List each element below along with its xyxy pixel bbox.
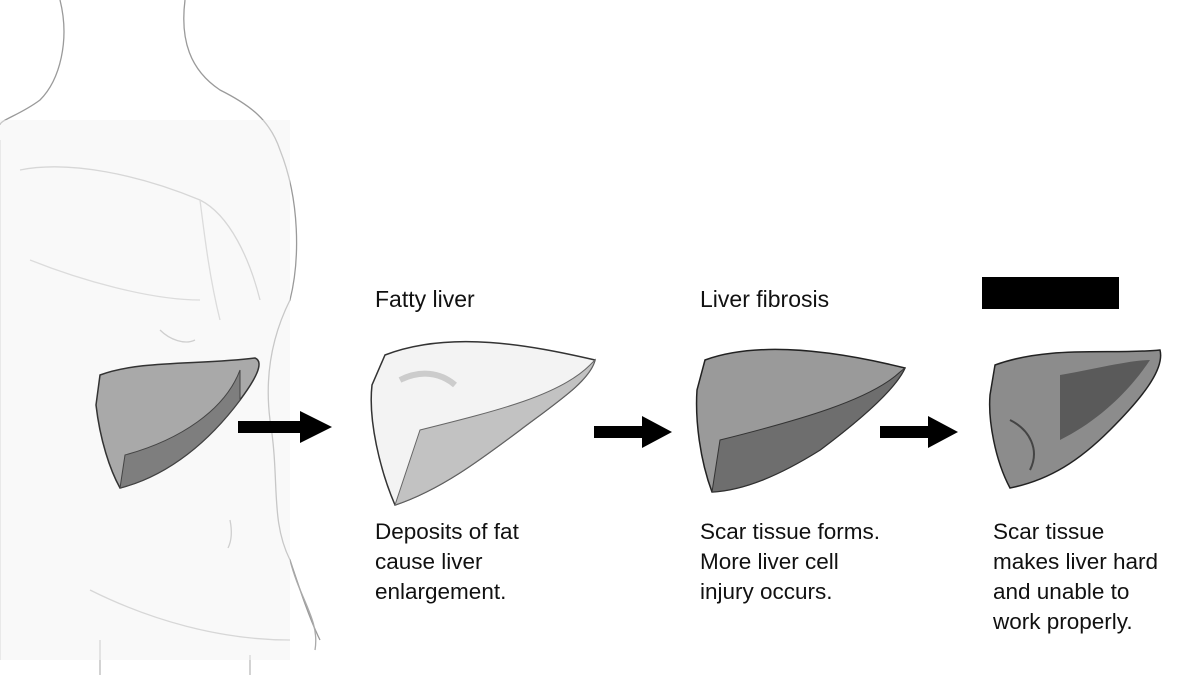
- arrow-3-icon: [880, 416, 958, 448]
- liver-in-body-icon: [95, 357, 260, 489]
- caption-line: injury occurs.: [700, 579, 833, 604]
- caption-line: Deposits of fat: [375, 519, 519, 544]
- caption-line: Scar tissue forms.: [700, 519, 881, 544]
- stage-2-title: Liver fibrosis: [700, 286, 830, 312]
- arrow-2-icon: [594, 416, 672, 448]
- caption-line: Scar tissue: [993, 519, 1105, 544]
- redacted-stage-3-title: [982, 277, 1119, 309]
- arrow-1-icon: [238, 411, 332, 443]
- cirrhosis-liver-icon: [988, 349, 1162, 489]
- fatty-liver-icon: [370, 340, 596, 506]
- caption-line: and unable to: [993, 579, 1130, 604]
- stage-1-title: Fatty liver: [375, 286, 475, 312]
- caption-line: More liver cell: [700, 549, 839, 574]
- caption-line: enlargement.: [375, 579, 507, 604]
- caption-line: makes liver hard: [993, 549, 1159, 574]
- caption-line: cause liver: [375, 549, 483, 574]
- stage-1-caption: Deposits of fat cause liver enlargement.: [375, 517, 519, 607]
- caption-line: work properly.: [993, 609, 1133, 634]
- stage-3-caption: Scar tissue makes liver hard and unable …: [993, 517, 1158, 637]
- fibrosis-liver-icon: [695, 348, 907, 493]
- stage-2-caption: Scar tissue forms. More liver cell injur…: [700, 517, 880, 607]
